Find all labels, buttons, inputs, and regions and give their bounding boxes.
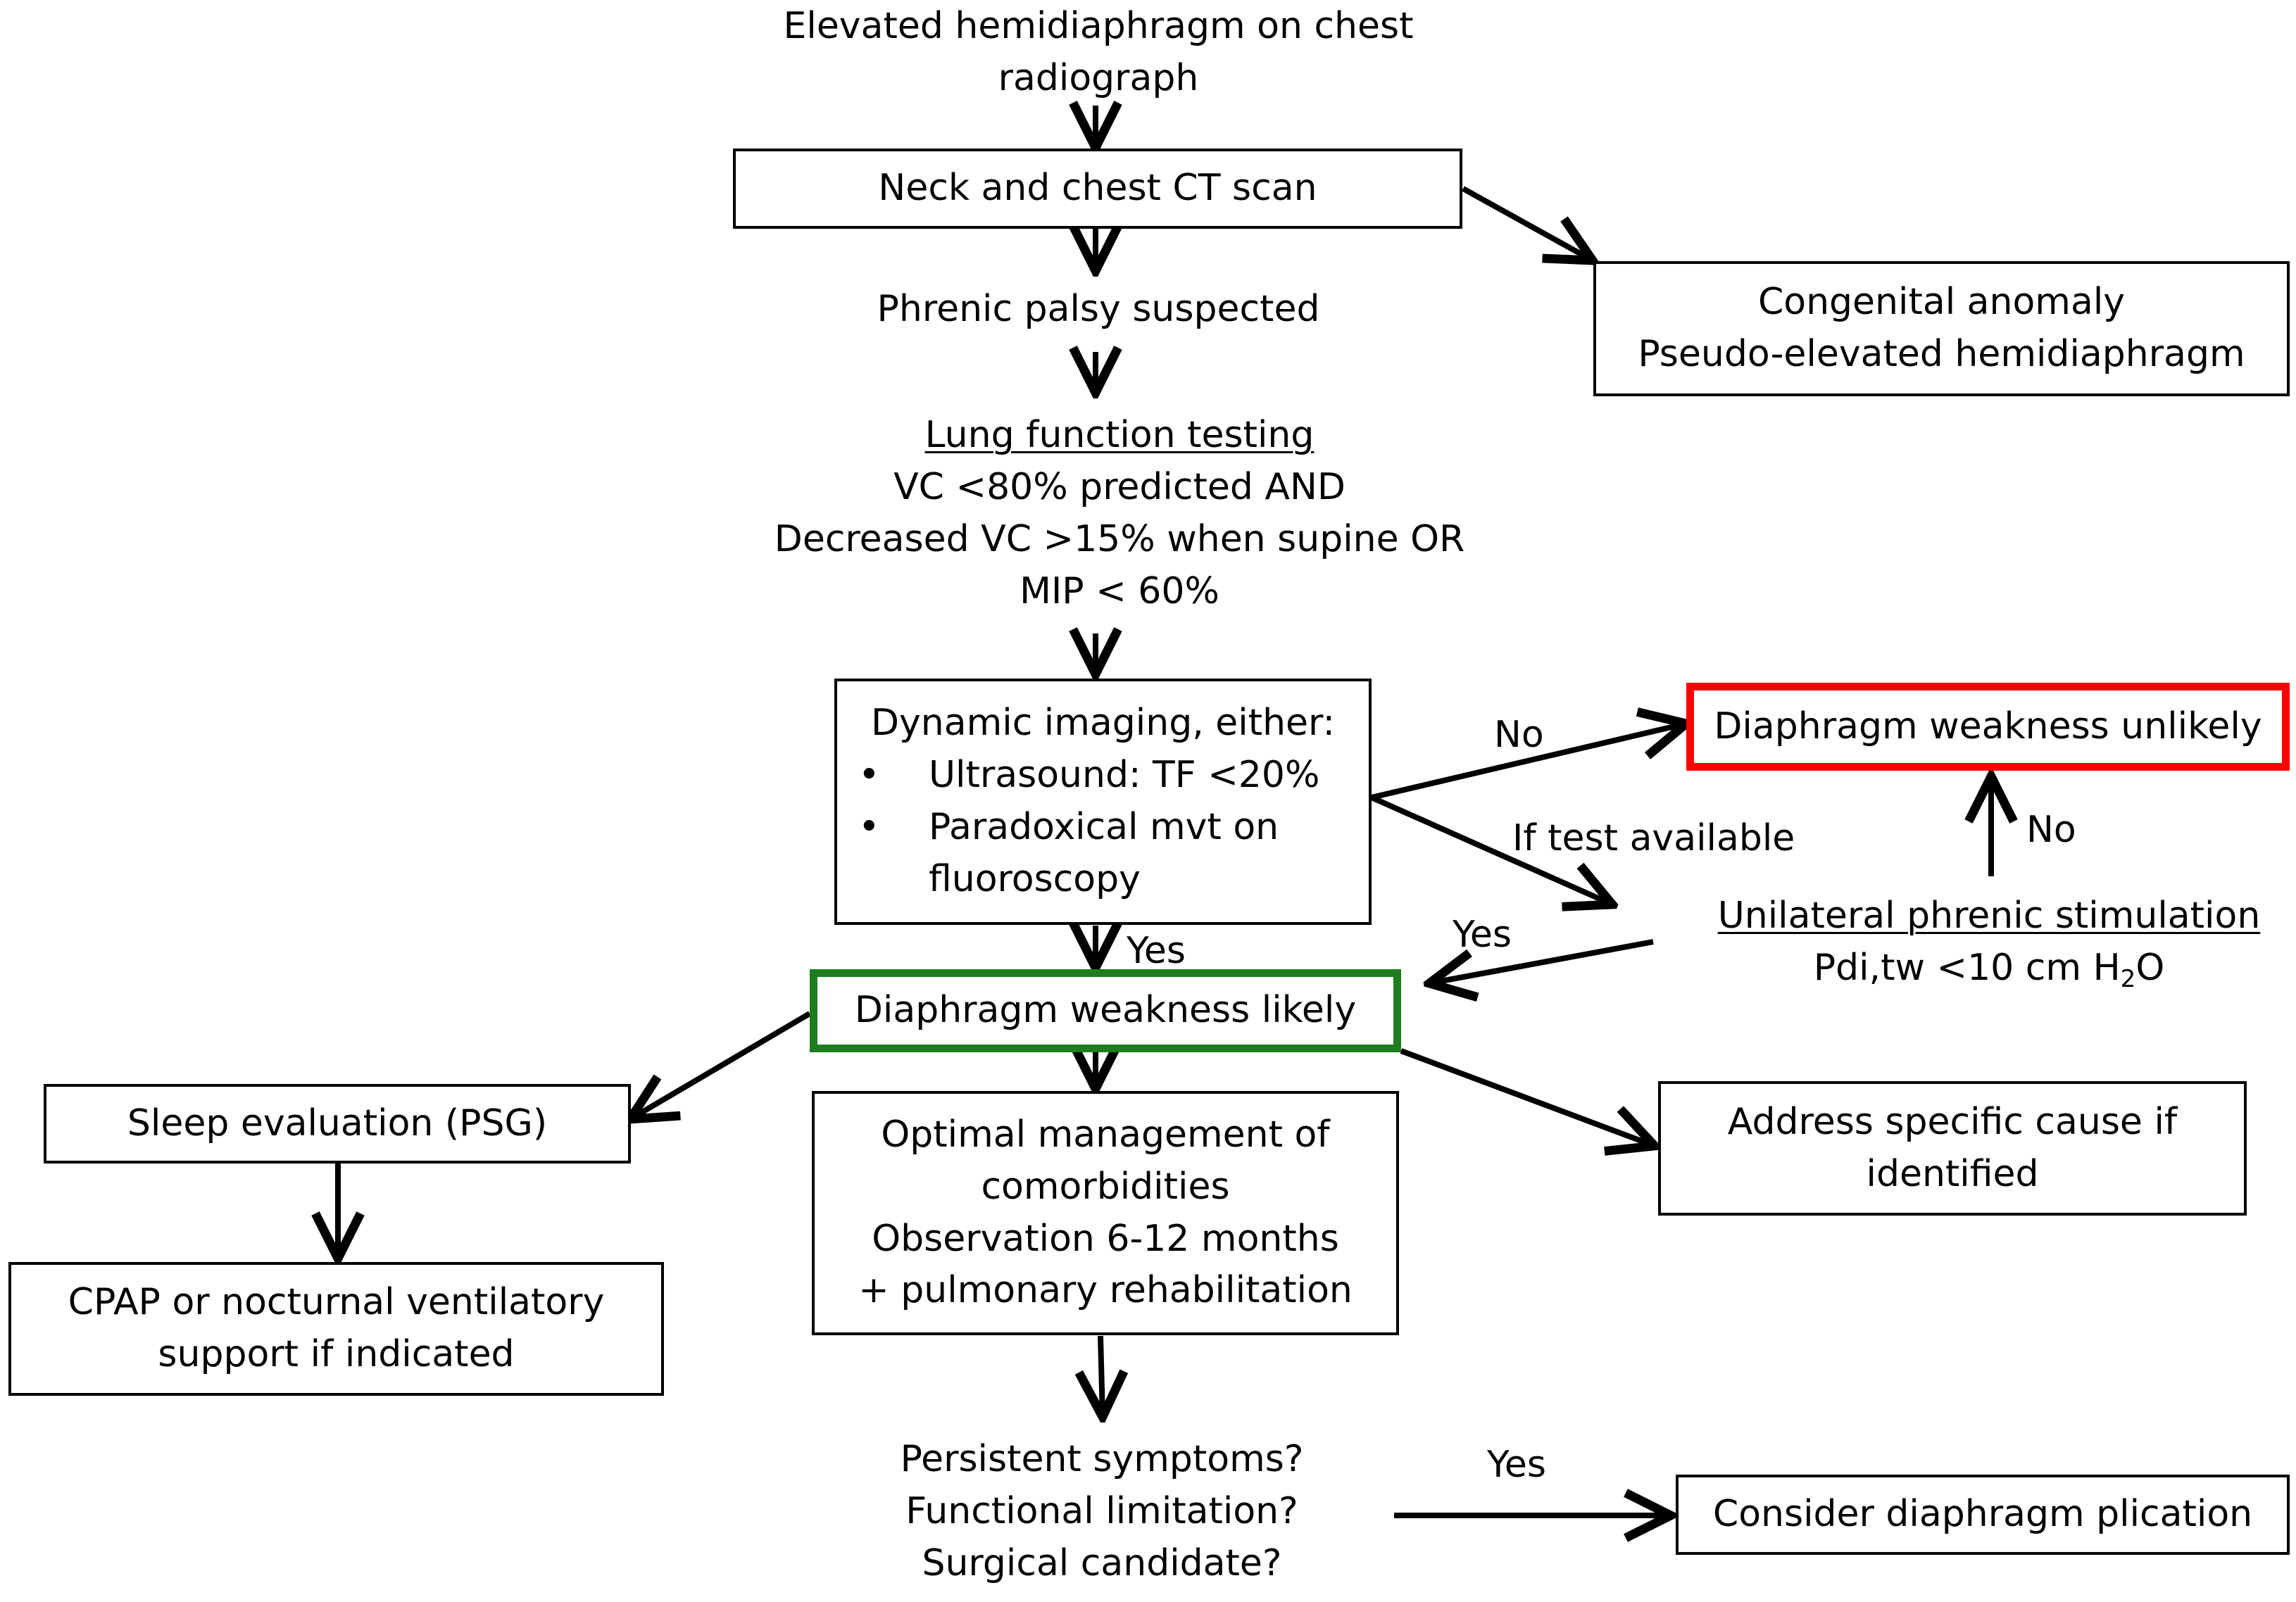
lung-function-line-1: VC <80% predicted AND xyxy=(893,466,1345,509)
edge-label-yes-stim: Yes xyxy=(1453,914,1512,956)
lung-function-line-2: Decreased VC >15% when supine OR xyxy=(774,518,1465,560)
ct-scan-label: Neck and chest CT scan xyxy=(878,167,1317,210)
edge-label-yes-plication: Yes xyxy=(1487,1444,1546,1486)
arrow-likely-to-address xyxy=(1400,1048,1655,1146)
arrow-imaging-to-stim xyxy=(1370,795,1612,904)
lung-function-title: Lung function testing xyxy=(924,414,1315,457)
bullet-ultrasound: Ultrasound: TF <20% xyxy=(929,754,1320,797)
address-cause-box: Address specific cause if identified xyxy=(1658,1081,2247,1216)
persistent-line-1: Persistent symptoms? xyxy=(900,1438,1304,1481)
arrow-ct-to-congenital xyxy=(1462,186,1593,260)
congenital-line-1: Congenital anomaly xyxy=(1757,281,2126,324)
weakness-likely-label: Diaphragm weakness likely xyxy=(854,989,1357,1032)
sleep-evaluation-label: Sleep evaluation (PSG) xyxy=(127,1102,548,1144)
measure-prefix: Pdi,tw <10 cm H xyxy=(1813,946,2121,989)
bullet-item: • Ultrasound: TF <20% xyxy=(858,750,1369,802)
start-node: Elevated hemidiaphragm on chest radiogra… xyxy=(725,0,1472,106)
management-line-2: comorbidities xyxy=(981,1165,1230,1208)
persistent-symptoms-node: Persistent symptoms? Functional limitati… xyxy=(824,1422,1380,1602)
dynamic-imaging-box: Dynamic imaging, either: • Ultrasound: T… xyxy=(834,679,1372,925)
persistent-line-3: Surgical candidate? xyxy=(922,1541,1282,1584)
dynamic-imaging-title: Dynamic imaging, either: xyxy=(870,702,1336,745)
arrow-imaging-to-unlikely xyxy=(1371,724,1686,800)
cpap-box: CPAP or nocturnal ventilatory support if… xyxy=(8,1262,664,1396)
bullet-glyph: • xyxy=(858,806,880,848)
weakness-unlikely-box: Diaphragm weakness unlikely xyxy=(1686,683,2290,771)
address-cause-line-1: Address specific cause if xyxy=(1727,1100,2178,1143)
management-box: Optimal management of comorbidities Obse… xyxy=(812,1091,1399,1335)
phrenic-stimulation-measure: Pdi,tw <10 cm H2O xyxy=(1814,942,2165,996)
management-line-1: Optimal management of xyxy=(881,1113,1330,1156)
management-line-3: Observation 6-12 months xyxy=(872,1217,1339,1260)
sleep-evaluation-box: Sleep evaluation (PSG) xyxy=(44,1084,631,1163)
dynamic-imaging-bullets: • Ultrasound: TF <20% • Paradoxical mvt … xyxy=(837,750,1369,905)
congenital-box: Congenital anomaly Pseudo-elevated hemid… xyxy=(1593,261,2290,396)
edge-label-yes-imaging: Yes xyxy=(1127,930,1186,972)
measure-suffix: O xyxy=(2135,946,2165,989)
lung-function-node: Lung function testing VC <80% predicted … xyxy=(725,394,1514,633)
arrow-likely-to-sleep xyxy=(630,1011,812,1119)
phrenic-suspected-node: Phrenic palsy suspected xyxy=(796,271,1401,348)
bullet-fluoroscopy: Paradoxical mvt on fluoroscopy xyxy=(929,806,1279,900)
ct-scan-box: Neck and chest CT scan xyxy=(733,149,1462,229)
start-line-1: Elevated hemidiaphragm on chest xyxy=(783,5,1414,48)
cpap-line-1: CPAP or nocturnal ventilatory xyxy=(68,1281,605,1324)
weakness-likely-box: Diaphragm weakness likely xyxy=(810,969,1401,1052)
weakness-unlikely-label: Diaphragm weakness unlikely xyxy=(1714,705,2262,748)
bullet-glyph: • xyxy=(858,754,880,797)
edge-label-no-unlikely: No xyxy=(1494,714,1544,756)
cpap-line-2: support if indicated xyxy=(158,1333,515,1375)
measure-subscript: 2 xyxy=(2120,964,2136,993)
arrow-stim-to-likely xyxy=(1429,939,1654,983)
address-cause-line-2: identified xyxy=(1866,1152,2039,1195)
phrenic-suspected-label: Phrenic palsy suspected xyxy=(877,288,1320,331)
phrenic-stimulation-title: Unilateral phrenic stimulation xyxy=(1717,894,2261,937)
plication-box: Consider diaphragm plication xyxy=(1676,1475,2290,1555)
persistent-line-2: Functional limitation? xyxy=(905,1490,1298,1533)
plication-label: Consider diaphragm plication xyxy=(1712,1493,2253,1536)
congenital-line-2: Pseudo-elevated hemidiaphragm xyxy=(1638,333,2245,375)
bullet-item: • Paradoxical mvt on fluoroscopy xyxy=(858,802,1369,906)
start-line-2: radiograph xyxy=(998,57,1199,99)
edge-label-no-stim: No xyxy=(2026,809,2076,851)
edge-label-if-test-available: If test available xyxy=(1512,817,1795,859)
arrow-management-to-persistent xyxy=(1100,1335,1103,1417)
phrenic-stimulation-node: Unilateral phrenic stimulation Pdi,tw <1… xyxy=(1655,880,2296,1007)
management-line-4: + pulmonary rehabilitation xyxy=(858,1269,1353,1312)
lung-function-line-3: MIP < 60% xyxy=(1020,569,1219,612)
